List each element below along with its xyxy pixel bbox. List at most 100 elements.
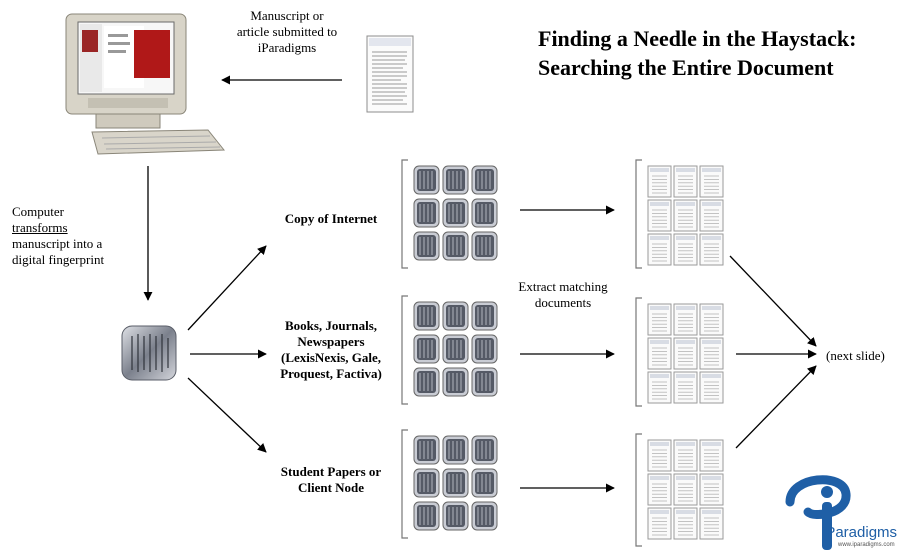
document-grid-icon <box>635 159 724 269</box>
source-label-line: Client Node <box>297 480 365 495</box>
arrow-to-internet <box>187 245 267 331</box>
arrow-to-student-papers <box>187 377 267 453</box>
extract-caption: Extract matching documents <box>500 279 626 311</box>
transform-caption-line: digital fingerprint <box>12 252 105 267</box>
fingerprint-chip-icon <box>471 468 498 498</box>
manuscript-icon <box>366 35 414 113</box>
document-icon <box>673 199 698 232</box>
transform-caption: Computer transforms manuscript into a di… <box>12 204 152 268</box>
matched-documents-student-papers <box>634 432 730 553</box>
page-title: Finding a Needle in the Haystack: Search… <box>538 24 904 82</box>
fingerprint-chip-icon <box>442 231 469 261</box>
fingerprint-chip-icon <box>442 165 469 195</box>
fingerprint-chip-icon <box>471 501 498 531</box>
fingerprint-chip-icon <box>413 468 440 498</box>
bracket <box>401 159 408 269</box>
bracket <box>635 297 642 407</box>
document-icon <box>673 337 698 370</box>
source-label-line: Books, Journals, <box>284 318 378 333</box>
transform-word: transforms <box>12 220 68 235</box>
document-icon <box>699 507 724 540</box>
matched-documents-publications <box>634 296 730 413</box>
document-icon <box>699 439 724 472</box>
submission-caption-line: iParadigms <box>257 40 317 55</box>
fingerprint-chip-icon <box>471 435 498 465</box>
chip-grid-icon <box>401 295 498 405</box>
database-group-internet <box>400 158 504 275</box>
fingerprint-chip-icon <box>413 198 440 228</box>
arrow-merge-student-papers <box>735 365 817 449</box>
fingerprint-chip-icon <box>471 367 498 397</box>
transform-caption-line: Computer <box>12 204 64 219</box>
transform-caption-underlined: transforms <box>12 220 152 236</box>
document-icon <box>673 303 698 336</box>
fingerprint-chip-icon <box>442 501 469 531</box>
extract-caption-line: Extract matching <box>518 279 608 294</box>
document-icon <box>647 473 672 506</box>
fingerprint-chip-icon <box>471 198 498 228</box>
chip-grid-icon <box>401 429 498 539</box>
matched-documents-internet <box>634 158 730 275</box>
document-icon <box>699 473 724 506</box>
bracket <box>401 295 408 405</box>
source-label-line: Newspapers <box>297 334 365 349</box>
bracket <box>635 159 642 269</box>
computer-icon <box>65 13 226 155</box>
document-icon <box>647 303 672 336</box>
fingerprint-chip-icon <box>413 367 440 397</box>
document-icon <box>699 337 724 370</box>
fingerprint-chip-icon <box>413 435 440 465</box>
source-label-line: Copy of Internet <box>284 211 378 226</box>
title-line-1: Finding a Needle in the Haystack: <box>538 26 857 51</box>
fingerprint-chip-icon <box>413 231 440 261</box>
extract-caption-line: documents <box>534 295 592 310</box>
submission-caption: Manuscript or article submitted to iPara… <box>222 8 352 56</box>
logo-url: www.iparadigms.com <box>838 542 895 548</box>
document-icon <box>673 165 698 198</box>
document-icon <box>699 199 724 232</box>
submission-caption-line: Manuscript or <box>250 8 324 23</box>
document-icon <box>647 337 672 370</box>
fingerprint-chip-icon <box>442 198 469 228</box>
transform-caption-line: manuscript into a <box>12 236 103 251</box>
document-grid-icon <box>635 297 724 407</box>
bracket <box>635 433 642 547</box>
fingerprint-chip-icon <box>471 334 498 364</box>
document-icon <box>673 439 698 472</box>
document-icon <box>647 439 672 472</box>
document-grid-icon <box>635 433 724 547</box>
fingerprint-chip-icon <box>442 334 469 364</box>
document-icon <box>673 371 698 404</box>
fingerprint-chip-icon <box>442 435 469 465</box>
fingerprint-chip-icon <box>442 367 469 397</box>
submission-caption-line: article submitted to <box>236 24 338 39</box>
logo-mark-icon <box>785 475 851 550</box>
fingerprint-chip-icon <box>442 301 469 331</box>
document-icon <box>673 507 698 540</box>
database-group-student-papers <box>400 428 504 545</box>
fingerprint-chip-icon <box>471 231 498 261</box>
iparadigms-logo: iParadigms www.iparadigms.com <box>780 468 904 554</box>
fingerprint-chip-icon <box>471 301 498 331</box>
title-line-2: Searching the Entire Document <box>538 55 834 80</box>
chip-grid-icon <box>401 159 498 269</box>
fingerprint-chip-icon <box>413 165 440 195</box>
source-label-internet: Copy of Internet <box>262 211 400 227</box>
document-icon <box>647 507 672 540</box>
document-icon <box>699 165 724 198</box>
fingerprint-chip-icon <box>413 301 440 331</box>
bracket <box>401 429 408 539</box>
fingerprint-chip-icon <box>471 165 498 195</box>
logo-wordmark: iParadigms <box>822 524 898 541</box>
document-icon <box>647 233 672 266</box>
source-label-publications: Books, Journals, Newspapers (LexisNexis,… <box>262 318 400 382</box>
document-icon <box>647 165 672 198</box>
document-icon <box>673 233 698 266</box>
document-icon <box>699 371 724 404</box>
source-label-line: Proquest, Factiva) <box>280 366 382 381</box>
database-group-publications <box>400 294 504 411</box>
fingerprint-icon <box>121 325 177 381</box>
source-label-line: (LexisNexis, Gale, <box>280 350 381 365</box>
